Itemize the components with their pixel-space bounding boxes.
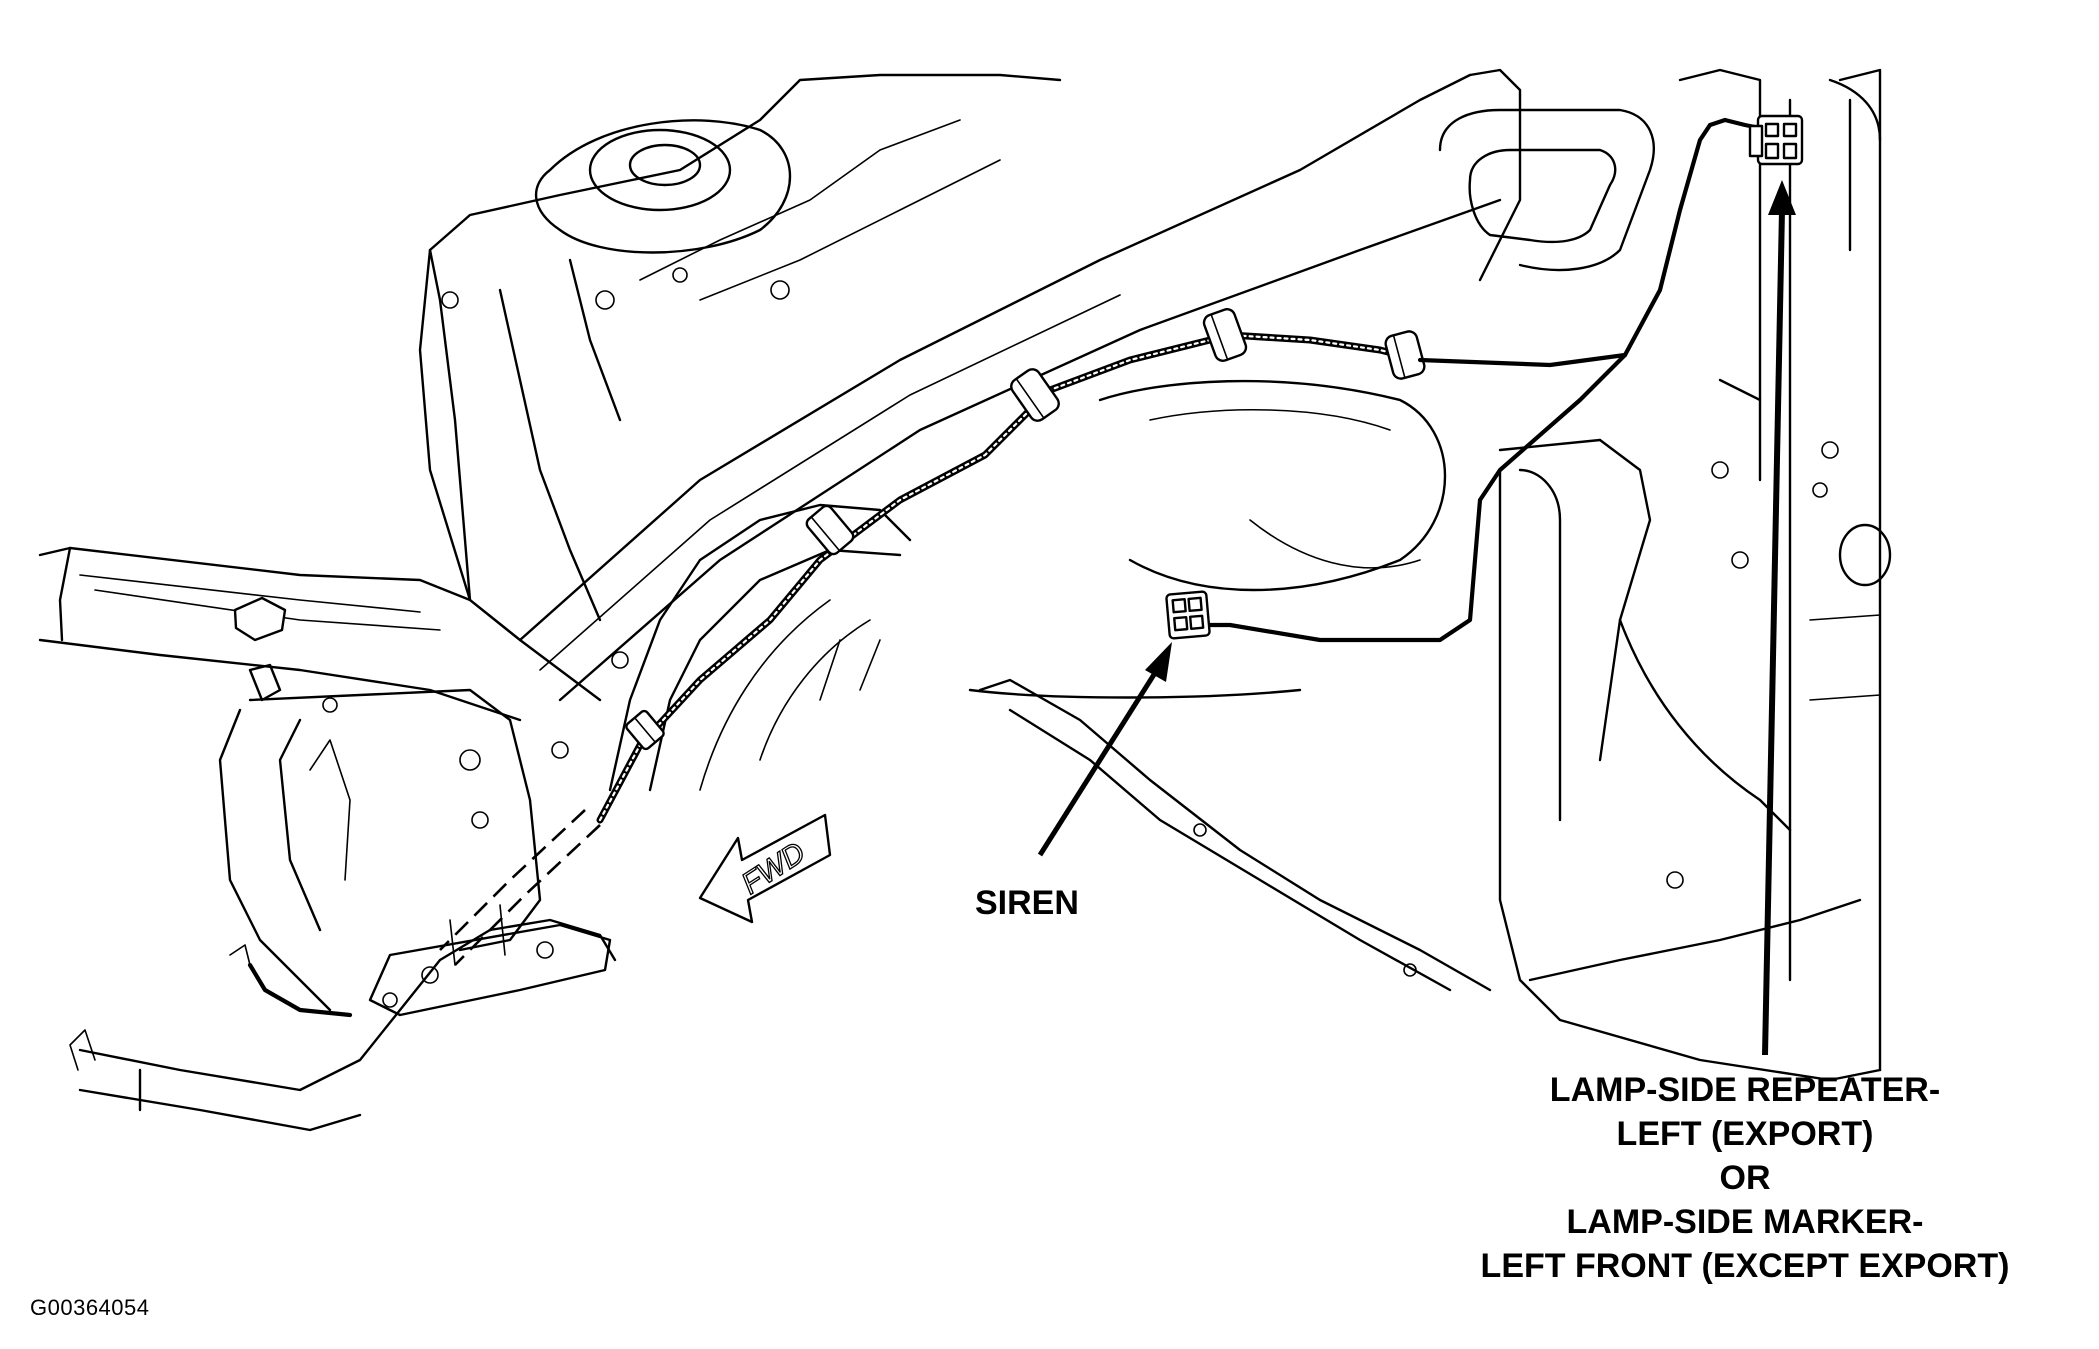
harness-clips bbox=[625, 308, 1426, 751]
figure-id: G00364054 bbox=[30, 1295, 150, 1320]
lamp-label-line-2: LEFT (EXPORT) bbox=[1616, 1115, 1874, 1153]
lamp-connector bbox=[1748, 114, 1804, 166]
fwd-arrow-icon: FWD bbox=[698, 813, 832, 924]
branch-wires bbox=[1197, 117, 1763, 643]
siren-leader-arrow bbox=[1037, 642, 1172, 857]
harness-clip-icon bbox=[1202, 308, 1248, 362]
connector-icon bbox=[1748, 114, 1804, 166]
siren-label: SIREN bbox=[975, 884, 1079, 922]
harness-clip-icon bbox=[625, 709, 665, 751]
hidden-harness-route-2 bbox=[454, 824, 601, 966]
main-harness bbox=[596, 331, 1424, 824]
harness-lower-tail bbox=[229, 944, 353, 1018]
vehicle-body-outline bbox=[38, 68, 1892, 1132]
lamp-leader-arrow bbox=[1762, 180, 1796, 1056]
lamp-label: LAMP-SIDE REPEATER- LEFT (EXPORT) OR LAM… bbox=[1395, 1068, 2095, 1288]
connector-icon bbox=[1165, 590, 1211, 640]
siren-connector bbox=[1165, 590, 1211, 640]
harness-clip-icon bbox=[1010, 368, 1060, 422]
hidden-harness-route bbox=[439, 809, 586, 951]
lamp-label-line-5: LEFT FRONT (EXCEPT EXPORT) bbox=[1480, 1247, 2010, 1285]
lamp-label-line-3: OR bbox=[1719, 1159, 1771, 1197]
lamp-label-line-1: LAMP-SIDE REPEATER- bbox=[1549, 1071, 1941, 1109]
harness-clip-icon bbox=[805, 504, 855, 556]
harness-clip-icon bbox=[1384, 330, 1426, 380]
lamp-label-line-4: LAMP-SIDE MARKER- bbox=[1566, 1203, 1924, 1241]
